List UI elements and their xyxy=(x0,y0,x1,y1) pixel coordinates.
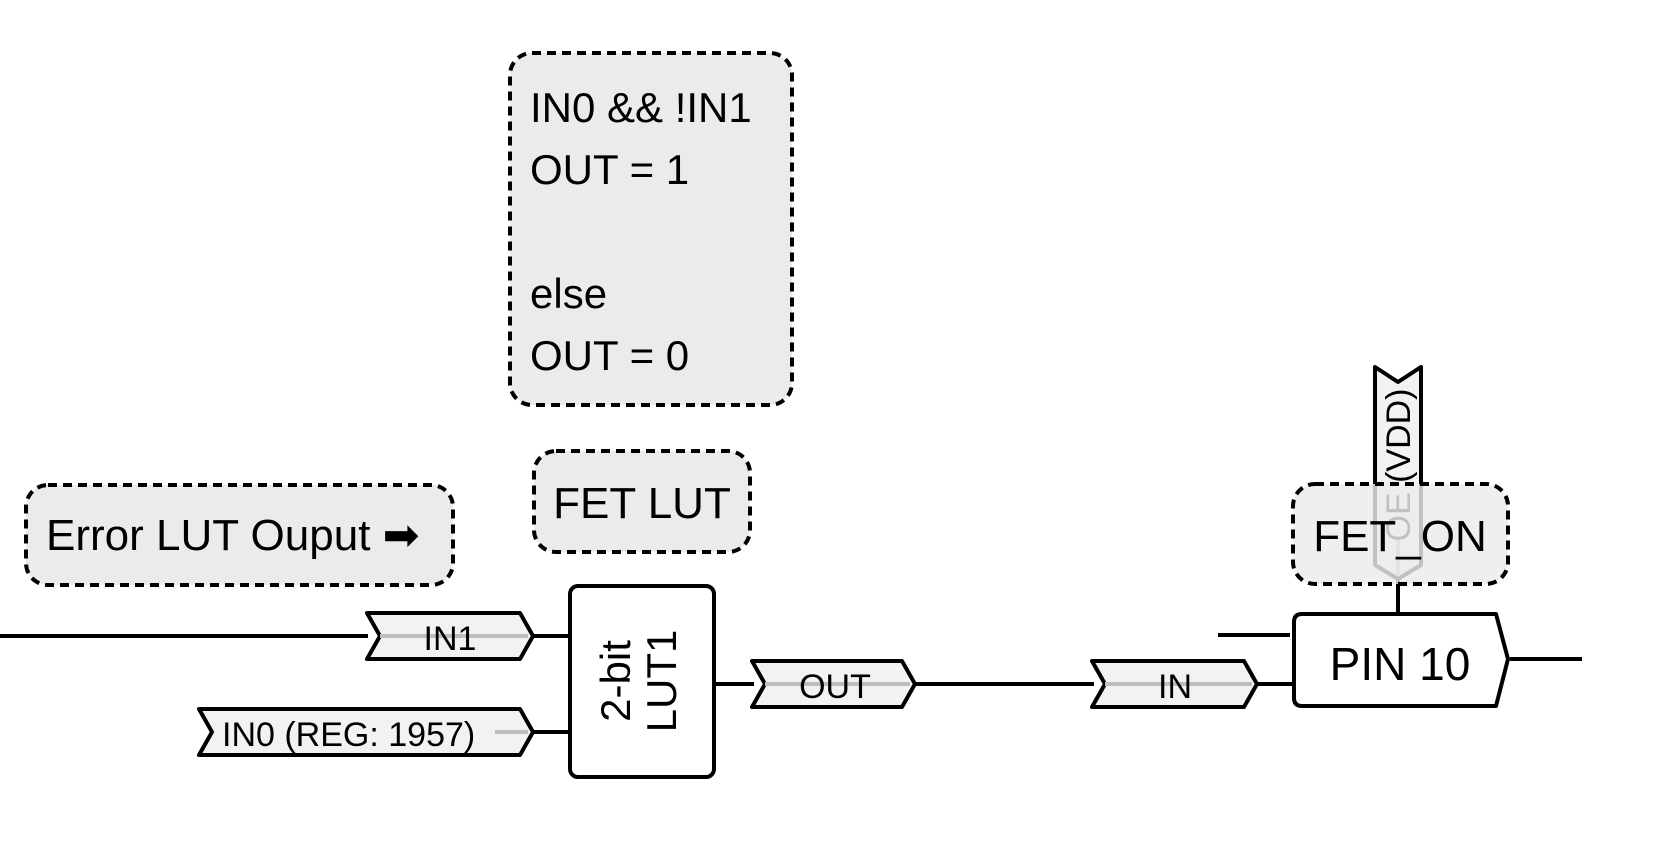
svg-text:FET LUT: FET LUT xyxy=(553,479,731,528)
svg-text:PIN 10: PIN 10 xyxy=(1330,638,1471,690)
logic-note[interactable]: IN0 && !IN1 OUT = 1 else OUT = 0 xyxy=(508,51,794,407)
svg-text:IN0 (REG: 1957): IN0 (REG: 1957) xyxy=(222,716,475,754)
svg-text:LUT1: LUT1 xyxy=(638,630,685,733)
tag-out[interactable]: OUT xyxy=(750,659,917,709)
svg-text:IN1: IN1 xyxy=(424,620,477,658)
fet-lut-note[interactable]: FET LUT xyxy=(532,449,752,554)
error-lut-note[interactable]: Error LUT Ouput ➡ xyxy=(24,483,455,587)
tag-in1[interactable]: IN1 xyxy=(365,611,535,661)
tag-in[interactable]: IN xyxy=(1090,659,1259,709)
svg-text:OUT: OUT xyxy=(799,668,871,706)
svg-text:Error LUT Ouput ➡: Error LUT Ouput ➡ xyxy=(46,511,420,560)
svg-text:2-bit: 2-bit xyxy=(592,640,639,722)
pin10-block[interactable]: PIN 10 xyxy=(1292,612,1510,708)
logic-note-text: IN0 && !IN1 OUT = 1 else OUT = 0 xyxy=(530,84,763,379)
lut1-block[interactable]: 2-bit LUT1 xyxy=(568,584,716,779)
svg-text:FET_ON: FET_ON xyxy=(1313,512,1487,561)
tag-in0[interactable]: IN0 (REG: 1957) xyxy=(197,707,535,757)
fet-on-note[interactable]: FET_ON xyxy=(1291,482,1510,586)
svg-text:IN: IN xyxy=(1158,668,1192,706)
